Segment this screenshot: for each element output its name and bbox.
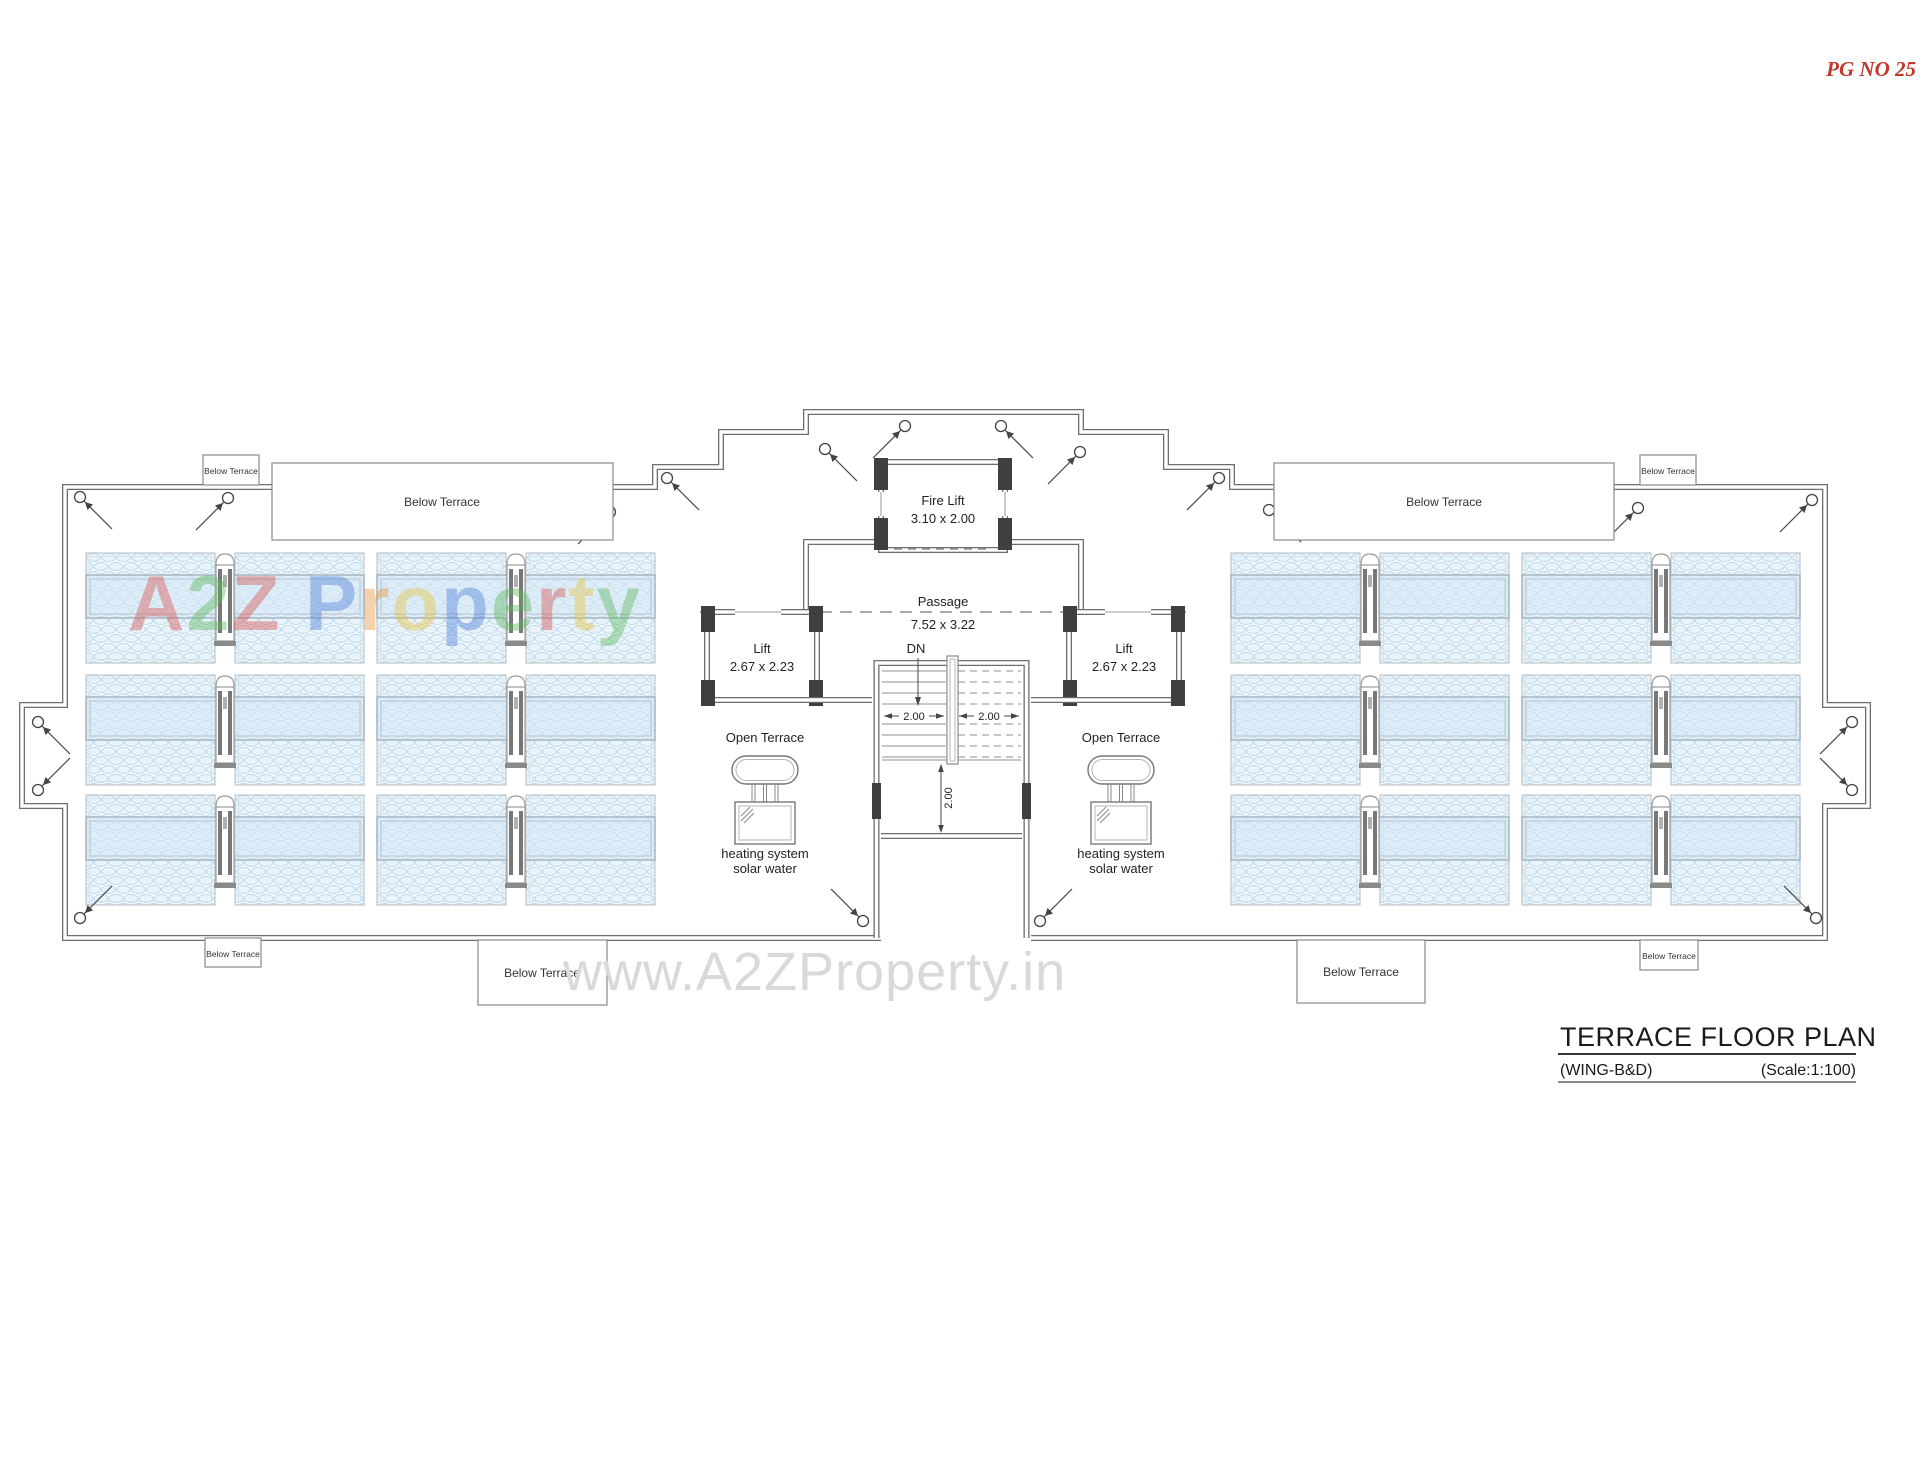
terrace-panel-unit xyxy=(1230,552,1510,664)
page-number: PG NO 25 xyxy=(1825,57,1916,81)
fire-lift-room: Fire Lift 3.10 x 2.00 xyxy=(874,458,1012,553)
below-terrace-label: Below Terrace xyxy=(206,949,260,959)
heater-caption-2: solar water xyxy=(1089,861,1153,876)
stair-dim-left: 2.00 xyxy=(884,711,944,723)
lift-right-dim: 2.67 x 2.23 xyxy=(1092,659,1156,674)
lift-left-label: Lift xyxy=(753,641,771,656)
open-terrace-label: Open Terrace xyxy=(726,730,805,745)
terrace-panel-unit xyxy=(85,794,365,906)
column xyxy=(998,518,1012,550)
below-terrace-label: Below Terrace xyxy=(204,466,258,476)
column xyxy=(1063,606,1077,632)
svg-text:2.00: 2.00 xyxy=(978,711,999,723)
floor-plan-outline xyxy=(19,409,1871,941)
terrace-panel-unit xyxy=(1230,674,1510,786)
svg-text:2.00: 2.00 xyxy=(943,787,955,808)
below-terrace-label: Below Terrace xyxy=(1323,965,1399,979)
below-terrace-label: Below Terrace xyxy=(1641,466,1695,476)
terrace-panel-unit xyxy=(85,674,365,786)
stair-dim-depth: 2.00 xyxy=(938,764,955,833)
open-terrace-label: Open Terrace xyxy=(1082,730,1161,745)
drawing-title: TERRACE FLOOR PLAN xyxy=(1560,1022,1877,1052)
terrace-panel-unit xyxy=(1521,794,1801,906)
passage-label: Passage xyxy=(918,594,969,609)
below-terrace-label: Below Terrace xyxy=(504,966,580,980)
passage-dim: 7.52 x 3.22 xyxy=(911,617,975,632)
fire-lift-dim: 3.10 x 2.00 xyxy=(911,511,975,526)
heater-caption-1: heating system xyxy=(1077,846,1164,861)
svg-text:2.00: 2.00 xyxy=(903,711,924,723)
scale-label: (Scale:1:100) xyxy=(1761,1062,1856,1079)
lift-right-label: Lift xyxy=(1115,641,1133,656)
stair-down-label: DN xyxy=(907,641,926,656)
terrace-panel-unit xyxy=(1521,552,1801,664)
watermark-brand: A2Z Property xyxy=(128,559,642,647)
lift-right-room: Lift 2.67 x 2.23 xyxy=(1063,606,1185,706)
terrace-panel-unit xyxy=(1230,794,1510,906)
solar-heater-right: Open Terrace heating system solar water xyxy=(1077,730,1164,876)
below-terrace-boxes: Below Terrace Below Terrace Below Terrac… xyxy=(202,454,1699,1006)
lift-left-dim: 2.67 x 2.23 xyxy=(730,659,794,674)
column xyxy=(701,606,715,632)
watermark-url: www.A2ZProperty.in xyxy=(562,942,1066,1002)
column xyxy=(701,680,715,706)
wing-label: (WING-B&D) xyxy=(1560,1062,1652,1079)
terrace-panel-unit xyxy=(376,674,656,786)
below-terrace-label: Below Terrace xyxy=(1642,951,1696,961)
column xyxy=(874,518,888,550)
below-terrace-label: Below Terrace xyxy=(404,495,480,509)
lift-left-room: Lift 2.67 x 2.23 xyxy=(701,606,823,706)
terrace-panel-unit xyxy=(376,794,656,906)
solar-heater-left: Open Terrace heating system solar water xyxy=(721,730,808,876)
heater-caption-1: heating system xyxy=(721,846,808,861)
stair-treads xyxy=(882,670,1021,761)
column xyxy=(809,606,823,632)
staircase: DN 2.00 2.00 2.00 xyxy=(806,641,1081,938)
title-block: TERRACE FLOOR PLAN (WING-B&D) (Scale:1:1… xyxy=(1558,1022,1877,1083)
stair-dim-right: 2.00 xyxy=(959,711,1019,723)
column xyxy=(1171,606,1185,632)
heater-caption-2: solar water xyxy=(733,861,797,876)
column xyxy=(1171,680,1185,706)
stair-rail xyxy=(946,655,959,765)
column xyxy=(998,458,1012,490)
fire-lift-label: Fire Lift xyxy=(921,493,965,508)
column xyxy=(874,458,888,490)
terrace-panel-unit xyxy=(1521,674,1801,786)
below-terrace-label: Below Terrace xyxy=(1406,495,1482,509)
solar-water-heater-icon xyxy=(731,755,799,845)
solar-water-heater-icon xyxy=(1087,755,1155,845)
